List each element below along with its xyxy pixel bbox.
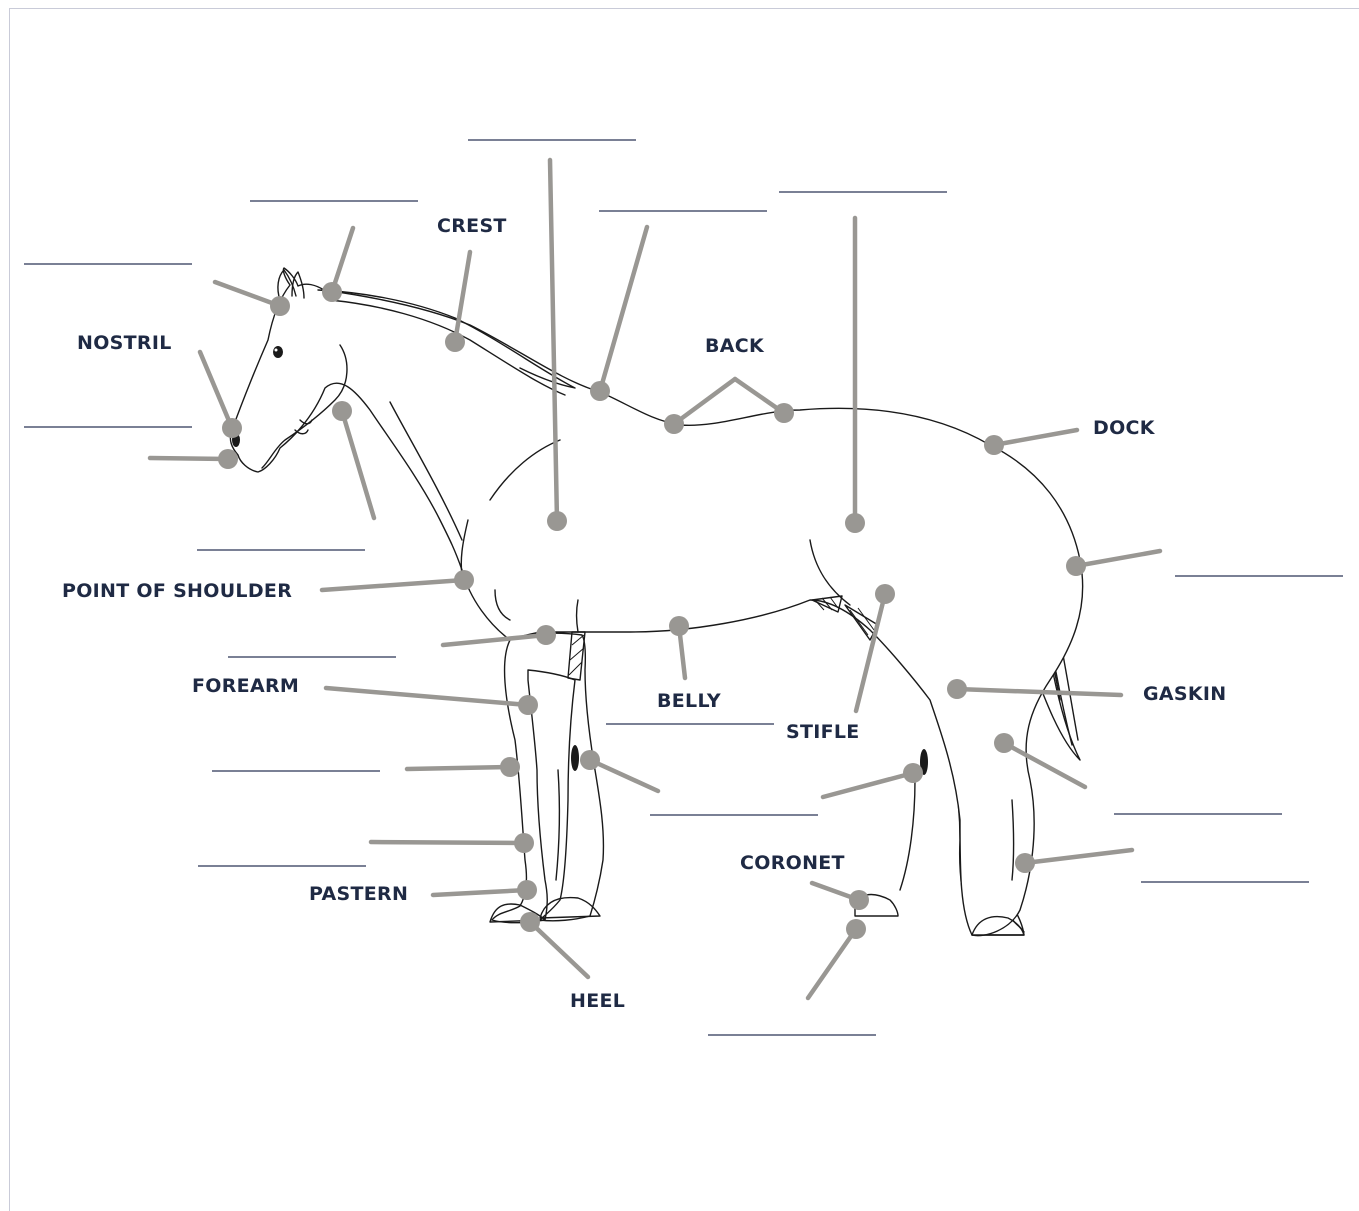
pointer-dot	[774, 403, 794, 423]
label-gaskin: GASKIN	[1143, 683, 1226, 705]
pointer-dot	[536, 625, 556, 645]
pointer-dot	[1066, 556, 1086, 576]
pointer-dot	[270, 296, 290, 316]
pointer-dot	[947, 679, 967, 699]
pointer-dot	[845, 513, 865, 533]
pointer-dot	[1015, 853, 1035, 873]
pointer-dot	[984, 435, 1004, 455]
pointer-dot	[590, 381, 610, 401]
pointer-dot	[500, 757, 520, 777]
pointer-dot	[669, 616, 689, 636]
label-back: BACK	[705, 335, 765, 357]
pointer-dot	[580, 750, 600, 770]
label-nostril: NOSTRIL	[77, 332, 172, 354]
label-point-of-shoulder: POINT OF SHOULDER	[62, 580, 292, 602]
pointer-dot	[547, 511, 567, 531]
pointer-dot	[454, 570, 474, 590]
label-dock: DOCK	[1093, 417, 1156, 439]
pointer-dot	[517, 880, 537, 900]
pointer-dot	[514, 833, 534, 853]
pointer-dot	[664, 414, 684, 434]
label-belly: BELLY	[657, 690, 721, 712]
pointer-dot	[332, 401, 352, 421]
label-heel: HEEL	[570, 990, 625, 1012]
pointer-dot	[322, 282, 342, 302]
pointer-dot	[903, 763, 923, 783]
pointer-dot	[518, 695, 538, 715]
pointer-dot	[520, 912, 540, 932]
pointer-dot	[218, 449, 238, 469]
pointer-dot	[849, 890, 869, 910]
label-pastern: PASTERN	[309, 883, 408, 905]
label-forearm: FOREARM	[192, 675, 299, 697]
pointer-dot	[994, 733, 1014, 753]
label-coronet: CORONET	[740, 852, 845, 874]
pointer-dot	[846, 919, 866, 939]
pointer-dot	[222, 418, 242, 438]
pointer-dot	[445, 332, 465, 352]
label-crest: CREST	[437, 215, 507, 237]
horse-illustration	[230, 268, 1082, 936]
label-stifle: STIFLE	[786, 721, 860, 743]
pointer-dot	[875, 584, 895, 604]
